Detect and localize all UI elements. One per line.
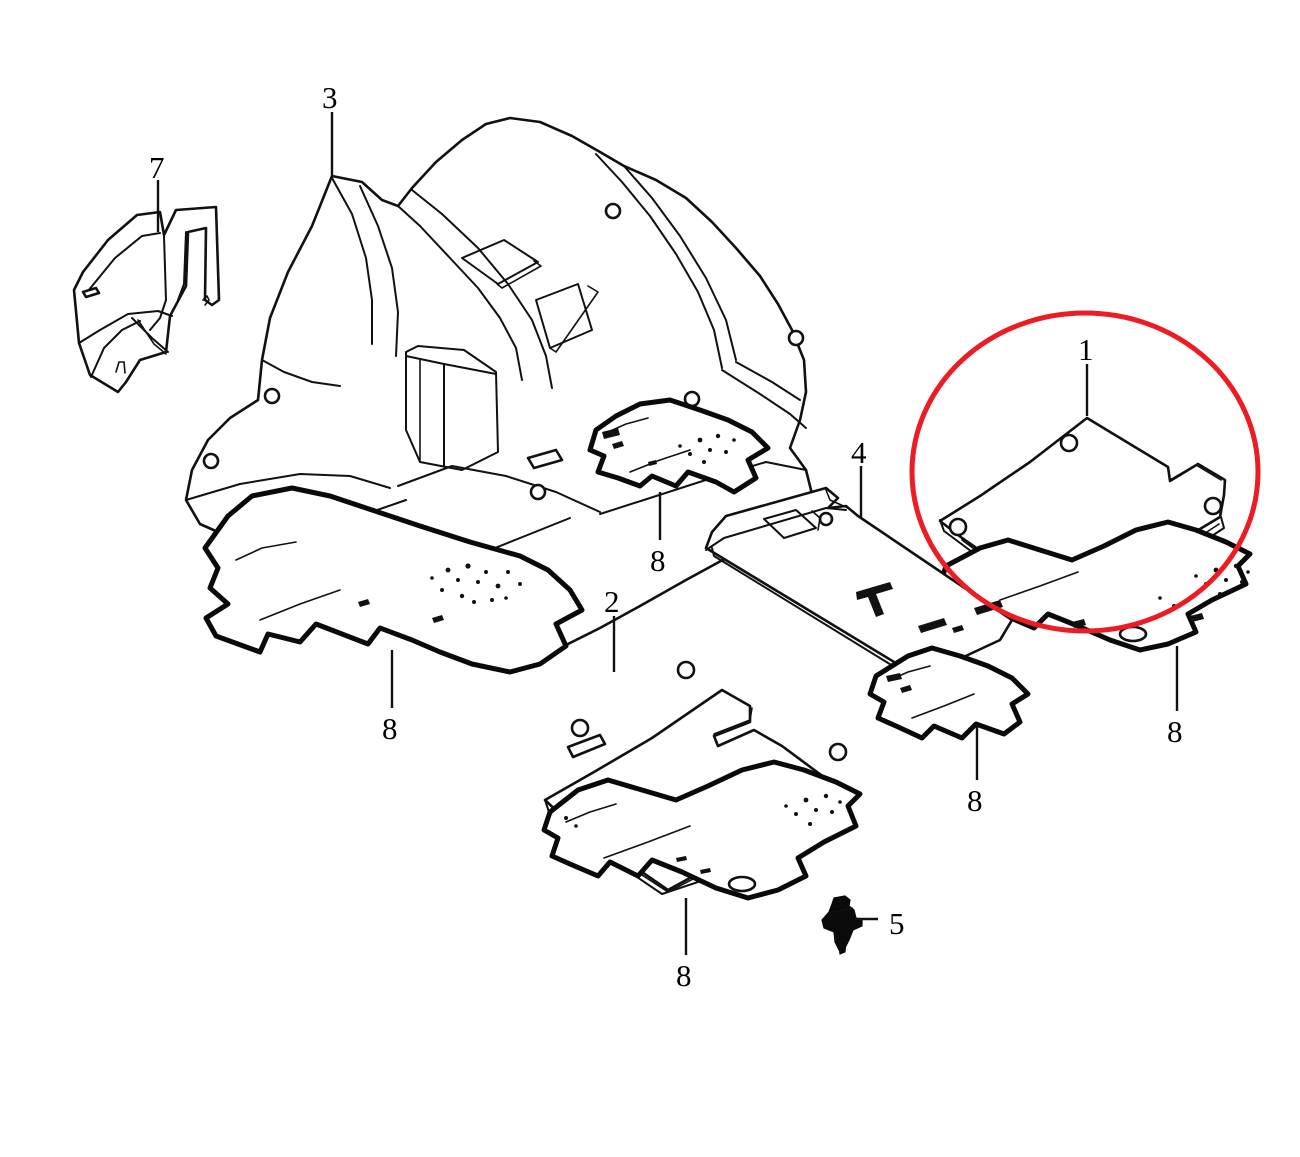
callout-label-8-front: 8 <box>1167 714 1183 749</box>
callout-label-2: 2 <box>604 584 620 619</box>
highlight-circle-part-1 <box>909 310 1261 634</box>
pad-texture-speckle <box>430 563 522 604</box>
callout-label-8-console: 8 <box>967 783 983 818</box>
part-7-side-kick-panel-trim[interactable] <box>72 205 221 394</box>
callout-label-5: 5 <box>889 906 905 941</box>
callout-label-8-carpet: 8 <box>382 711 398 746</box>
callout-label-8-center: 8 <box>650 543 666 578</box>
part-5-retaining-clip[interactable] <box>821 895 863 955</box>
callout-label-1: 1 <box>1078 332 1094 367</box>
pad-texture-speckle-rear <box>564 793 842 828</box>
part-8-insulator-pad-under-part4[interactable] <box>867 645 1031 741</box>
pad-texture-speckle-center <box>678 433 736 464</box>
callout-label-8-rear: 8 <box>676 958 692 993</box>
callout-label-3: 3 <box>322 80 338 115</box>
callout-label-7: 7 <box>149 150 165 185</box>
part-8-insulator-pad-under-carpet[interactable] <box>202 485 585 675</box>
callout-label-4: 4 <box>851 435 867 470</box>
part-8-insulator-pad-center[interactable] <box>587 397 771 495</box>
callout-leader-lines <box>156 112 1179 955</box>
part-8-insulator-pad-under-part2[interactable] <box>541 759 863 901</box>
